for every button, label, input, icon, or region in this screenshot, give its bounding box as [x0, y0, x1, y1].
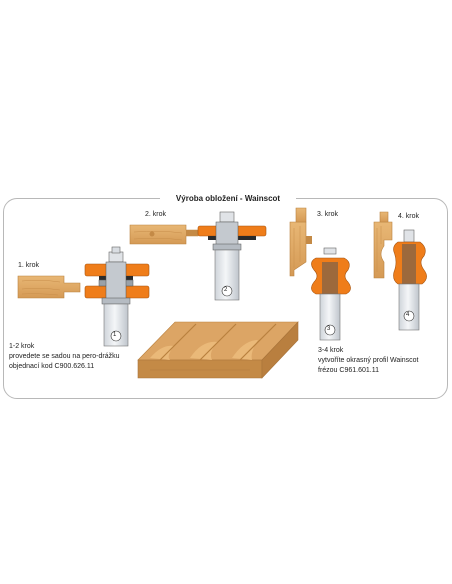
step4-router-bit	[393, 229, 427, 331]
note-right-line1: 3-4 krok	[318, 347, 344, 354]
step1-label: 1. krok	[18, 262, 40, 269]
diagram-title: Výroba obložení - Wainscot	[160, 192, 296, 206]
note-right-line3: frézou C961.601.11	[318, 367, 379, 374]
step1-board	[17, 275, 81, 299]
step3-router-bit	[311, 247, 351, 341]
step2-badge: 2	[224, 287, 228, 293]
step4-label: 4. krok	[398, 213, 420, 220]
step2-board	[129, 224, 199, 245]
step1-badge: 1	[113, 332, 117, 338]
note-right-line2: vytvoříte okrasný profil Wainscot	[318, 357, 419, 364]
note-left-line2: provedete se sadou na pero-drážku	[9, 353, 120, 360]
step4-board	[373, 211, 393, 279]
note-left-line3: objednací kod C900.626.11	[9, 363, 95, 370]
finished-wainscot-panels	[137, 321, 299, 379]
step3-board	[289, 207, 312, 277]
note-left-line1: 1-2 krok	[9, 343, 35, 350]
step3-label: 3. krok	[317, 211, 339, 218]
step3-badge: 3	[327, 326, 331, 332]
step2-router-bit	[197, 211, 267, 301]
step1-router-bit	[84, 246, 150, 347]
step4-badge: 4	[406, 312, 410, 318]
step2-label: 2. krok	[145, 211, 167, 218]
